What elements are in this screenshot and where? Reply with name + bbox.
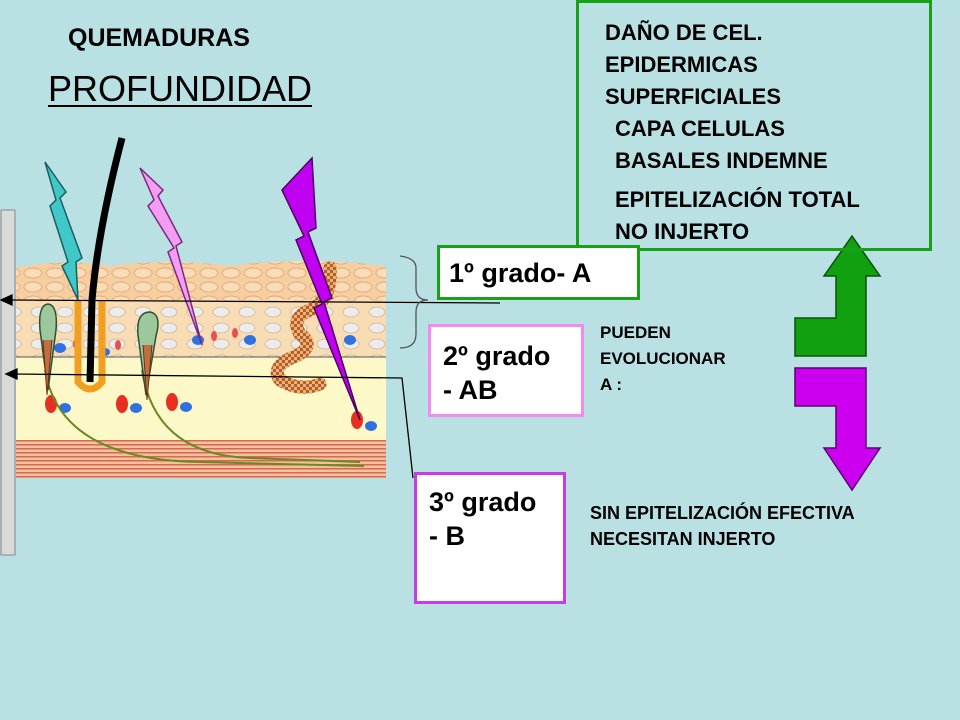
- grade-2-box: 2º grado - AB: [428, 324, 584, 417]
- arrow-up-icon: [794, 234, 882, 357]
- info-box: DAÑO DE CEL. EPIDERMICAS SUPERFICIALES C…: [576, 0, 932, 251]
- outcome-text: SIN EPITELIZACIÓN EFECTIVA NECESITAN INJ…: [590, 503, 855, 549]
- dermis-lower-layer: [16, 357, 386, 440]
- left-bar: [0, 209, 16, 556]
- lightning-bolt-purple-icon: [281, 156, 361, 421]
- epidermis-layer: [16, 261, 386, 300]
- hair-shaft: [86, 137, 126, 383]
- evolution-text: PUEDEN EVOLUCIONAR A :: [600, 323, 726, 394]
- grade-1-box: 1º grado- A: [437, 245, 640, 300]
- sebaceous-gland: [74, 300, 106, 393]
- depth-arrows: [0, 293, 501, 479]
- info-basal-text: CAPA CELULAS BASALES INDEMNE: [615, 116, 828, 173]
- grade-3-box: 3º grado - B: [414, 472, 566, 604]
- title-quemaduras: QUEMADURAS: [68, 24, 250, 52]
- subtitle-profundidad: PROFUNDIDAD: [48, 68, 313, 109]
- hair-follicle-icon: [38, 303, 159, 401]
- arrow-down-icon: [794, 367, 882, 492]
- hypodermis-layer: [16, 440, 386, 478]
- info-damage-text: DAÑO DE CEL. EPIDERMICAS SUPERFICIALES: [605, 20, 782, 109]
- info-epithelization-text: EPITELIZACIÓN TOTAL NO INJERTO: [615, 187, 860, 244]
- bracket: [399, 255, 429, 349]
